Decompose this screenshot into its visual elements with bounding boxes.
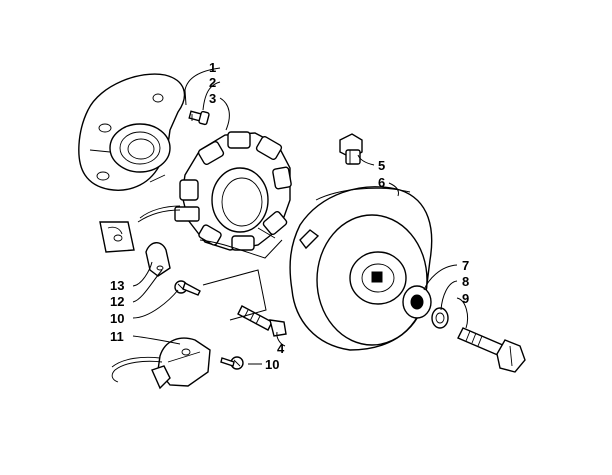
clip bbox=[145, 242, 171, 277]
callout-6: 6 bbox=[378, 175, 385, 190]
stud-screw bbox=[237, 305, 287, 337]
callout-10-upper: 10 bbox=[110, 311, 124, 326]
callout-3: 3 bbox=[209, 91, 216, 106]
callout-12: 12 bbox=[110, 294, 124, 309]
screw bbox=[174, 280, 201, 296]
screw bbox=[220, 356, 244, 370]
callout-1: 1 bbox=[209, 60, 216, 75]
flywheel-bolt bbox=[339, 133, 363, 165]
callout-13: 13 bbox=[110, 278, 124, 293]
lock-washer bbox=[431, 307, 449, 329]
callout-9: 9 bbox=[462, 291, 469, 306]
stator-coil bbox=[137, 131, 292, 251]
callout-2: 2 bbox=[209, 75, 216, 90]
stator-plate bbox=[78, 73, 186, 191]
flywheel bbox=[289, 186, 433, 351]
callout-10-lower: 10 bbox=[265, 357, 279, 372]
callout-8: 8 bbox=[462, 274, 469, 289]
washer bbox=[402, 285, 432, 319]
callout-5: 5 bbox=[378, 158, 385, 173]
callout-4: 4 bbox=[277, 341, 285, 356]
screw-small bbox=[188, 110, 210, 126]
callout-labels: 1 2 3 4 5 6 7 8 9 10 10 11 12 13 bbox=[110, 60, 469, 372]
leader-lines bbox=[132, 67, 469, 365]
grommet bbox=[99, 221, 135, 253]
pickup-coil bbox=[111, 337, 211, 390]
callout-7: 7 bbox=[462, 258, 469, 273]
hex-bolt bbox=[457, 327, 526, 373]
callout-11: 11 bbox=[110, 329, 124, 344]
